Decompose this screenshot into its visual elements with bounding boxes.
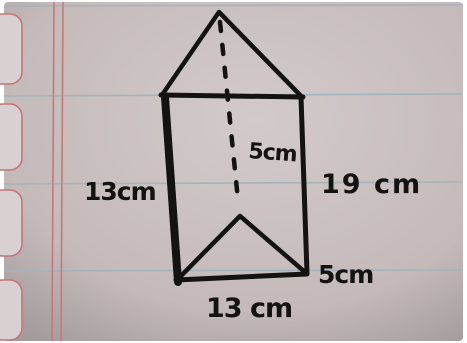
rule-line [3,4,464,7]
binder-hole [0,13,23,85]
paper-background [4,2,463,341]
rectangle-left-edge [161,93,182,286]
margin-line [51,1,55,342]
binder-hole [0,189,23,257]
rule-line [3,181,464,185]
rectangle-right-edge [298,94,310,276]
binder-hole [0,103,23,171]
margin-lines [51,1,64,342]
label-bottom: 13 cm [206,293,292,324]
prism-net-drawing [158,9,310,286]
label-inner-height: 5cm [248,139,298,167]
binder-holes [0,13,23,341]
rule-line [3,269,464,272]
label-left-side: 13cm [84,177,156,206]
rectangle-bottom-edge [173,271,310,283]
top-triangle [159,9,305,100]
margin-line [60,1,64,342]
binder-hole [0,279,23,341]
inner-triangle [175,213,309,282]
rectangle-top-edge [158,92,306,100]
label-bottom-right: 5cm [318,260,373,289]
height-dotted-line [217,19,241,203]
label-right-side: 19 cm [321,169,422,200]
